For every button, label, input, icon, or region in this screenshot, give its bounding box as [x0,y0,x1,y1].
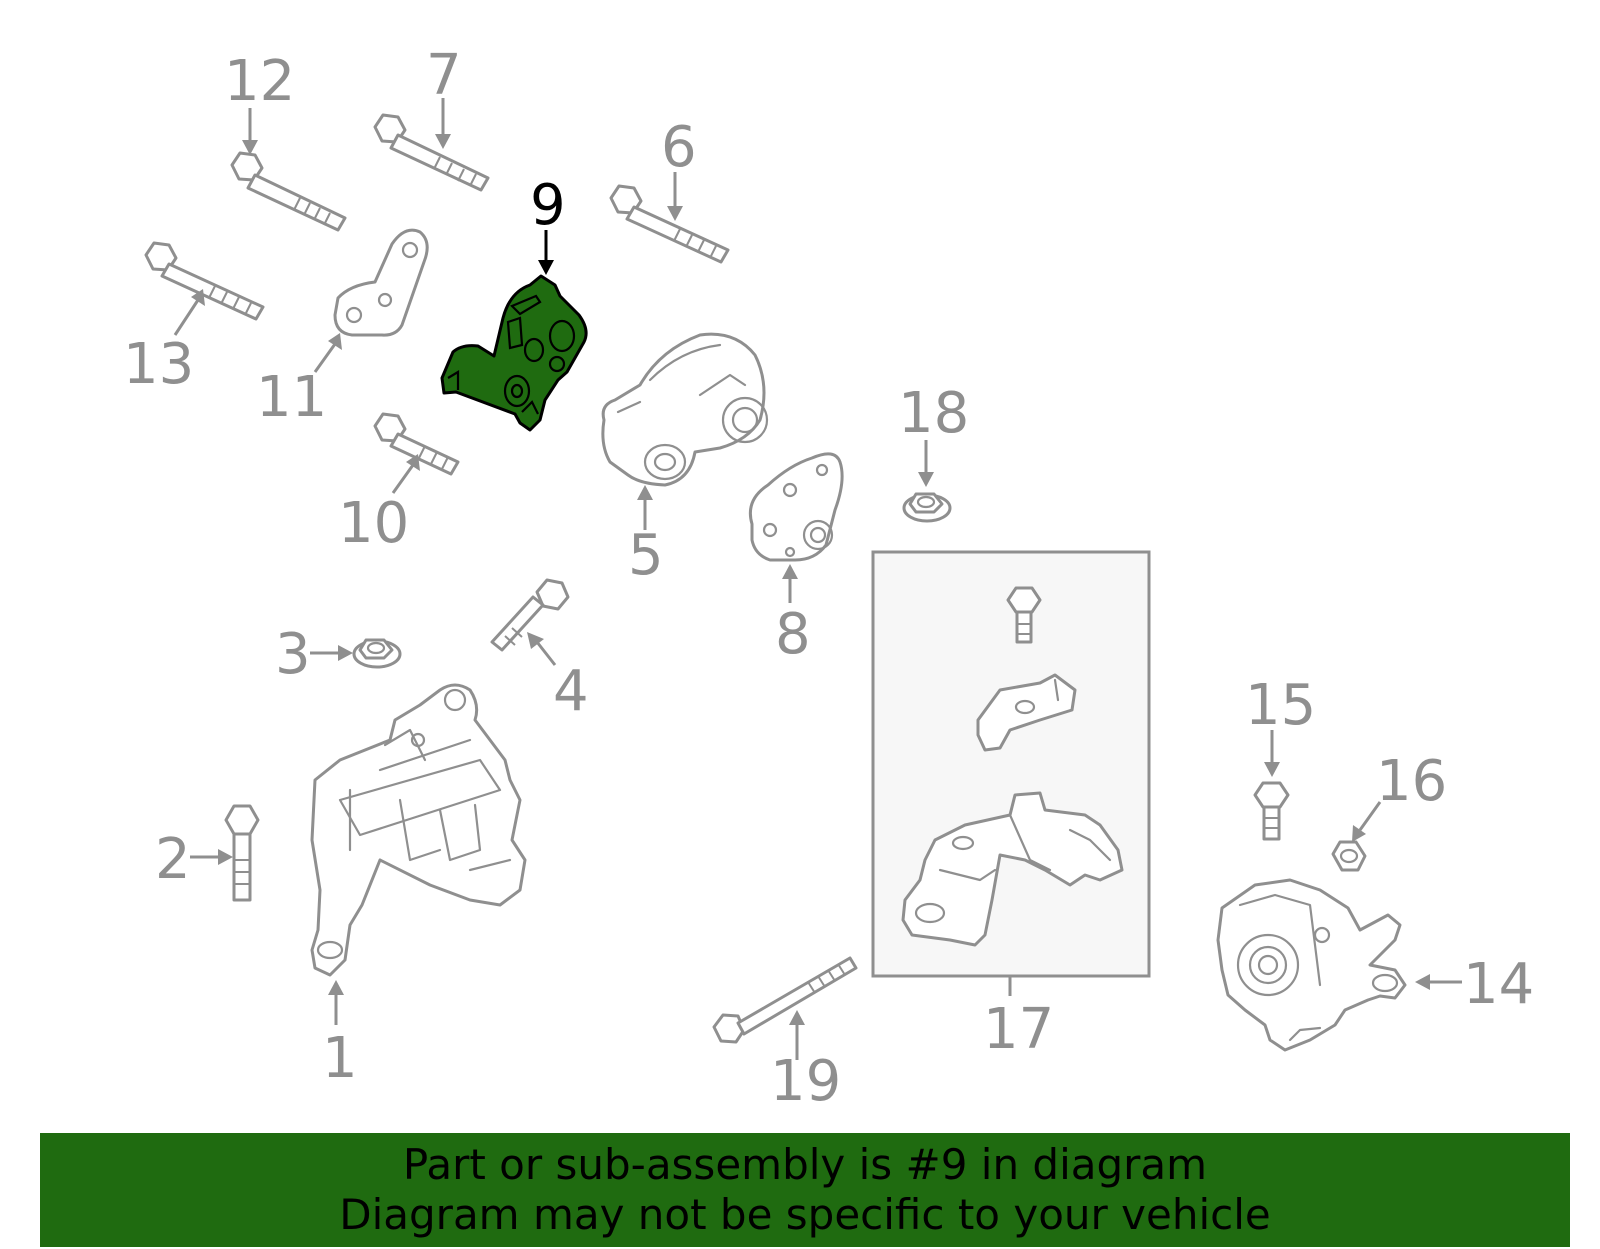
arrowhead-9 [538,260,554,275]
arrowhead-1 [328,980,344,995]
highlighted-mount-bracket-9[interactable] [440,274,588,432]
callout-16[interactable]: 16 [1376,749,1447,814]
callout-13[interactable]: 13 [123,332,194,397]
arrowhead-6 [667,206,683,221]
arrowhead-8 [782,564,798,579]
arrowhead-15 [1264,762,1280,777]
callout-4[interactable]: 4 [553,659,589,724]
callout-17[interactable]: 17 [983,997,1054,1062]
bracket-8[interactable] [748,452,844,562]
arrowhead-2 [218,849,233,865]
bolt-10[interactable] [373,412,460,476]
callout-12[interactable]: 12 [224,49,295,114]
banner-line-1: Part or sub-assembly is #9 in diagram [402,1140,1208,1189]
engine-mount-14[interactable] [1216,878,1407,1052]
arrowhead-10 [406,454,420,471]
callout-8[interactable]: 8 [775,602,811,667]
arrowhead-12 [242,140,258,155]
arrowhead-19 [789,1010,805,1025]
arrowhead-18 [918,472,934,487]
info-banner: Part or sub-assembly is #9 in diagram Di… [40,1133,1570,1247]
bolt-13[interactable] [144,241,265,321]
bolt-2[interactable] [224,804,260,902]
bolt-7[interactable] [373,113,490,192]
bolt-19[interactable] [712,956,858,1044]
arrow-13 [173,299,200,336]
callout-14[interactable]: 14 [1463,952,1534,1017]
engine-mount-1[interactable] [310,683,527,977]
bolt-4[interactable] [490,578,570,652]
arrowhead-16 [1352,825,1366,842]
callout-2[interactable]: 2 [155,827,191,892]
arrowhead-3 [338,645,353,661]
callout-3[interactable]: 3 [275,622,311,687]
bolt-15[interactable] [1253,781,1290,841]
arrow-16 [1358,801,1382,831]
engine-mount-5[interactable] [601,332,769,487]
arrow-10 [391,464,415,494]
kit-17-box[interactable] [871,550,1151,978]
callout-1[interactable]: 1 [322,1026,358,1091]
kit-17-large-bracket [901,791,1124,947]
callout-6[interactable]: 6 [661,115,697,180]
callout-9[interactable]: 9 [530,173,566,238]
arrowhead-5 [637,485,653,500]
callout-5[interactable]: 5 [628,523,664,588]
callout-11[interactable]: 11 [256,365,327,430]
callout-19[interactable]: 19 [770,1049,841,1114]
callout-10[interactable]: 10 [338,491,409,556]
callout-18[interactable]: 18 [898,381,969,446]
nut-3[interactable] [352,638,402,669]
callout-15[interactable]: 15 [1245,673,1316,738]
arrowhead-14 [1415,974,1430,990]
arrowhead-7 [435,134,451,149]
arrowhead-4 [527,632,544,649]
bolt-6[interactable] [609,184,730,264]
banner-line-2: Diagram may not be specific to your vehi… [339,1190,1271,1239]
kit-17-small-bracket [976,673,1077,752]
nut-16[interactable] [1331,840,1367,872]
bracket-11[interactable] [333,228,429,337]
callout-7[interactable]: 7 [426,43,462,108]
arrow-11 [313,343,337,373]
bolt-12[interactable] [230,151,347,232]
arrow-4 [535,641,557,666]
arrowhead-11 [328,333,342,350]
kit-17-bolt [1006,586,1042,644]
nut-18[interactable] [902,492,952,523]
arrowhead-13 [191,289,205,306]
